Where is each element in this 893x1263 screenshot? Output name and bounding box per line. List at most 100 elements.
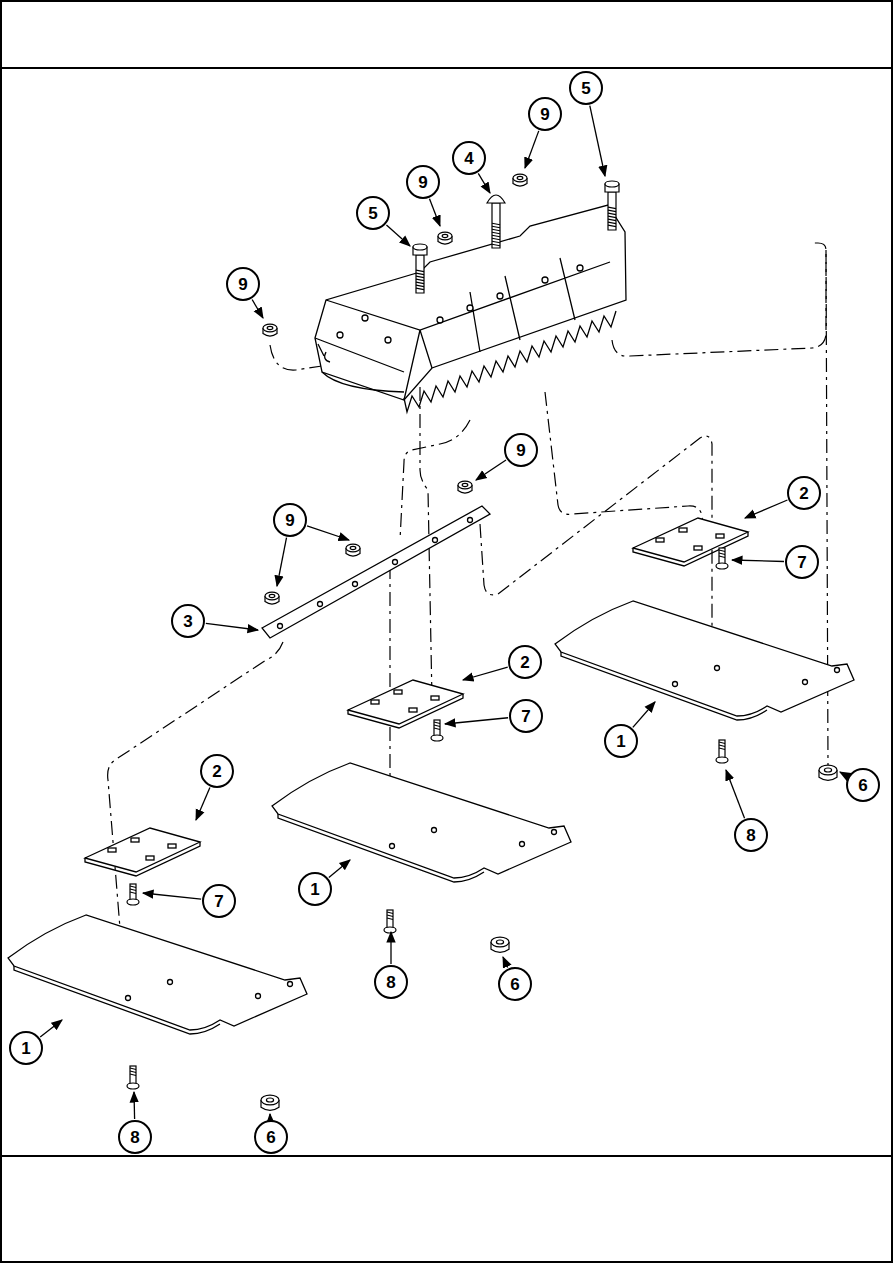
bolt-hole (467, 305, 473, 311)
assembly-line (420, 360, 432, 700)
bolt-head (127, 1083, 139, 1089)
strip-outline (633, 518, 748, 562)
wear-strip (85, 828, 200, 876)
callout-text: 7 (797, 554, 806, 571)
plate-hole (673, 682, 678, 687)
nut-top (438, 232, 452, 240)
bolt-thread (719, 748, 725, 750)
knife-body (315, 205, 626, 400)
bolt-thread (416, 282, 424, 284)
bolt-thread (719, 742, 725, 744)
bolt-head (384, 927, 396, 933)
callout-number: 9 (406, 165, 440, 199)
plate-outline (555, 601, 854, 716)
leader-arrow (133, 1092, 135, 1119)
nut-hole (269, 594, 275, 597)
bolt-thread (416, 270, 424, 272)
bolt-thread (608, 210, 616, 212)
bolt-shank (387, 910, 393, 928)
strip-outline (348, 680, 463, 724)
lock-nut (458, 481, 472, 493)
callout-number: 2 (200, 754, 234, 788)
bolt-thread (416, 285, 424, 287)
leader-arrow (732, 560, 784, 561)
nut-top (346, 544, 360, 552)
callout-text: 2 (520, 654, 529, 671)
callout-text: 1 (21, 1040, 30, 1057)
plate-outline (8, 915, 307, 1030)
bolt-shank (492, 203, 500, 248)
plate-hole (552, 830, 557, 835)
bolt-thread (608, 219, 616, 221)
guard-plate (272, 763, 571, 882)
callout-number: 6 (254, 1120, 288, 1154)
nut-hole (462, 483, 468, 486)
callout-number: 5 (356, 196, 390, 230)
leader-arrow (196, 788, 210, 820)
lock-nut (263, 324, 277, 336)
bolt-thread (492, 235, 500, 237)
bolt-hole (337, 332, 343, 338)
plate-hole (390, 844, 395, 849)
callout-number: 7 (202, 884, 236, 918)
bolt-hole (437, 317, 443, 323)
plow-bolt (431, 720, 443, 741)
bar-hole (353, 582, 358, 587)
leader-arrow (476, 460, 506, 480)
callout-text: 9 (516, 442, 525, 459)
callout-text: 5 (581, 80, 590, 97)
bolt-thread (387, 915, 393, 917)
nut-hole (442, 234, 448, 237)
callout-text: 6 (266, 1129, 275, 1146)
nut-top (261, 1095, 279, 1105)
plow-bolt (127, 884, 139, 905)
leader-arrow (143, 893, 201, 899)
bolt-thread (387, 918, 393, 920)
leader-arrow (745, 500, 787, 518)
callout-number: 8 (374, 965, 408, 999)
leader-arrow (445, 718, 508, 724)
bolt-thread (492, 238, 500, 240)
callout-number: 1 (9, 1031, 43, 1065)
bolt-thread (434, 728, 440, 730)
guard-plate (8, 915, 307, 1034)
bolt-thread (719, 550, 725, 552)
bolt-thread (130, 1068, 136, 1070)
lock-nut (265, 592, 279, 604)
callout-number: 2 (787, 476, 821, 510)
bolt-shank (130, 1066, 136, 1084)
lock-nut (438, 232, 452, 244)
callout-number: 9 (226, 267, 260, 301)
bolt-shank (130, 884, 136, 900)
callout-text: 1 (616, 733, 625, 750)
leader-arrow (386, 225, 410, 246)
nut-top (491, 937, 509, 947)
bolt-thread (608, 222, 616, 224)
callout-text: 8 (130, 1129, 139, 1146)
flange-nut (261, 1095, 279, 1110)
callout-number: 9 (273, 503, 307, 537)
bolt-dome (487, 195, 505, 203)
bolt-thread (130, 892, 136, 894)
nut-hole (496, 940, 503, 944)
strip-slot (431, 696, 439, 700)
bolt-thread (608, 213, 616, 215)
callout-number: 4 (452, 141, 486, 175)
knife-edges (315, 258, 610, 400)
callout-number: 6 (498, 967, 532, 1001)
leader-arrow (269, 1114, 271, 1119)
callout-number: 1 (604, 724, 638, 758)
leader-arrow (726, 770, 745, 818)
nut-hole (350, 546, 356, 549)
knife-detail (318, 344, 330, 362)
leader-arrow (463, 667, 508, 680)
flange-nut (819, 765, 837, 780)
bolt-hole (542, 277, 548, 283)
callout-text: 6 (510, 976, 519, 993)
bolt-thread (434, 722, 440, 724)
callout-text: 7 (214, 893, 223, 910)
plow-bolt (716, 548, 728, 569)
bolt-shank (608, 192, 616, 230)
bolt-thread (608, 216, 616, 218)
